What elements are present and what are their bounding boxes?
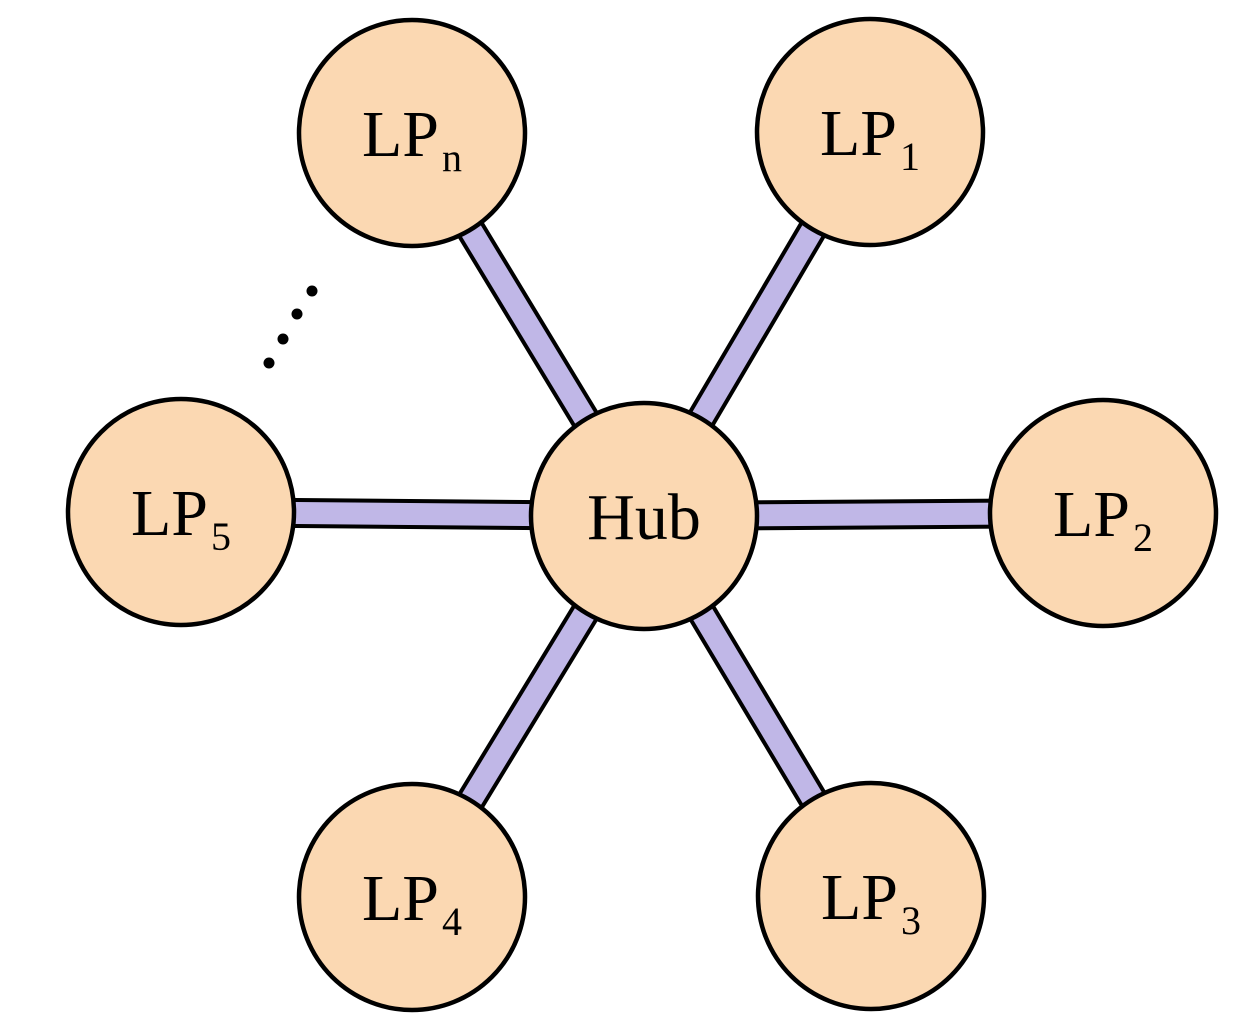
- node-lp-3-circle: [755, 780, 987, 1012]
- node-lp-1-label-main: LP: [820, 97, 897, 170]
- node-lp-3-label-main: LP: [821, 861, 898, 934]
- node-lp-5-label-sub: 5: [211, 514, 231, 559]
- ellipsis-dots: [263, 285, 318, 369]
- node-lp-3-label: LP3: [821, 861, 921, 943]
- node-lp-4-circle: [296, 781, 528, 1013]
- node-lp-4-label-main: LP: [362, 862, 439, 935]
- node-lp-5-label-main: LP: [131, 477, 208, 550]
- node-lp-3: LP3: [755, 780, 987, 1012]
- node-lp-2-label: LP2: [1053, 478, 1153, 560]
- node-hub-label: Hub: [587, 481, 701, 554]
- node-hub: Hub: [528, 400, 760, 632]
- node-lp-n: LPn: [296, 17, 528, 249]
- ellipsis-dot: [306, 285, 318, 297]
- node-lp-n-label: LPn: [362, 98, 462, 180]
- node-lp-2-label-sub: 2: [1133, 515, 1153, 560]
- node-lp-3-label-sub: 3: [901, 898, 921, 943]
- node-lp-1-label: LP1: [820, 97, 920, 179]
- node-hub-circle: [528, 400, 760, 632]
- node-lp-5: LP5: [65, 396, 297, 628]
- node-lp-5-label: LP5: [131, 477, 231, 559]
- node-lp-4-label-sub: 4: [442, 899, 462, 944]
- ellipsis-dot: [263, 357, 275, 369]
- node-lp-5-circle: [65, 396, 297, 628]
- node-lp-2-label-main: LP: [1053, 478, 1130, 551]
- node-lp-n-label-main: LP: [362, 98, 439, 171]
- ellipsis-dot: [277, 333, 289, 345]
- node-lp-4-label: LP4: [362, 862, 462, 944]
- node-lp-n-label-sub: n: [442, 135, 462, 180]
- node-lp-2: LP2: [987, 397, 1219, 629]
- node-lp-1-label-sub: 1: [900, 134, 920, 179]
- ellipsis-dot: [291, 308, 303, 320]
- node-lp-n-circle: [296, 17, 528, 249]
- node-lp-4: LP4: [296, 781, 528, 1013]
- node-lp-2-circle: [987, 397, 1219, 629]
- node-lp-1-circle: [754, 16, 986, 248]
- node-lp-1: LP1: [754, 16, 986, 248]
